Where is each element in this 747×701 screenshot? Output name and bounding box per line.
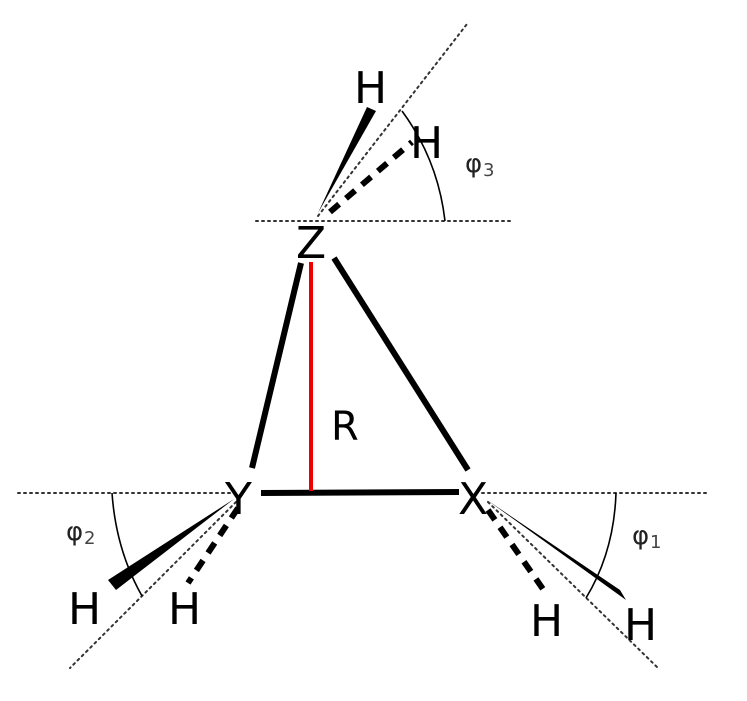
- guide-lines: [17, 23, 711, 669]
- phi3-label: φ 3: [465, 149, 494, 181]
- atom-y-label: Y: [224, 474, 252, 525]
- phi2-symbol: φ: [66, 517, 83, 547]
- atom-z-label: Z: [296, 218, 326, 269]
- phi2-arc: [111, 492, 143, 597]
- h-y-wedge-label: H: [68, 584, 101, 635]
- x-wedge-bond: [487, 500, 626, 600]
- phi1-arc: [585, 492, 617, 599]
- bond-y-x: [260, 489, 460, 496]
- phi2-subscript: 2: [84, 528, 95, 549]
- angle-arcs: [111, 110, 617, 599]
- phi1-label: φ 1: [632, 521, 661, 553]
- phi2-label: φ 2: [66, 517, 95, 549]
- y-dash-bond: [185, 506, 241, 585]
- r-distance-label: R: [331, 404, 359, 450]
- phi3-subscript: 3: [483, 160, 494, 181]
- x-dash-bond: [485, 508, 548, 594]
- wedge-bonds: [108, 107, 626, 600]
- z-dash-bond: [328, 139, 414, 215]
- x-diagonal-guide: [487, 501, 659, 669]
- dash-bonds: [185, 139, 548, 594]
- y-wedge-bond: [108, 499, 234, 590]
- atom-x-label: X: [458, 474, 488, 525]
- z-wedge-bond: [318, 107, 376, 213]
- phi1-symbol: φ: [632, 521, 649, 551]
- phi1-subscript: 1: [650, 532, 661, 553]
- phi3-arc: [401, 110, 446, 222]
- h-x-dash-label: H: [530, 596, 563, 647]
- phi3-symbol: φ: [465, 149, 482, 179]
- triangle-bonds: [249, 256, 471, 496]
- h-z-wedge-label: H: [354, 63, 387, 114]
- bond-z-x: [331, 256, 471, 472]
- h-y-dash-label: H: [168, 584, 201, 635]
- h-z-dash-label: H: [410, 118, 443, 169]
- h-x-wedge-label: H: [624, 600, 657, 651]
- bond-z-y: [249, 262, 304, 469]
- z-diagonal-guide: [317, 23, 468, 217]
